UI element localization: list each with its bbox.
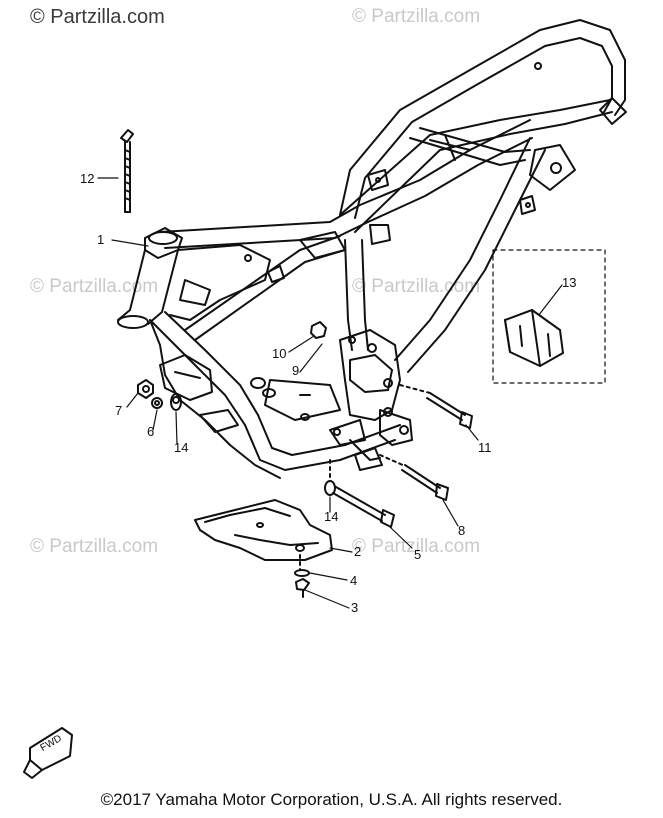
callout-3: 3 [351, 600, 359, 615]
part-6-washer [151, 397, 163, 409]
callout-7: 7 [115, 403, 123, 418]
frame-seat-rails [339, 19, 626, 233]
leader-lines [97, 177, 563, 609]
part-8-bolt [379, 454, 449, 501]
frame-gusset [169, 244, 271, 321]
frame-engine-mount [339, 329, 401, 421]
fwd-arrow-icon [23, 727, 73, 779]
callout-8: 8 [458, 523, 466, 538]
part-13-box [492, 249, 606, 384]
part-5-bolt [332, 486, 395, 528]
frame-cross-member [409, 127, 531, 166]
callout-11: 11 [478, 440, 492, 455]
part-12-bolt [120, 129, 134, 213]
callout-12: 12 [80, 171, 95, 186]
part-14-collar-upper [170, 393, 182, 411]
callout-4: 4 [350, 573, 358, 588]
callout-9: 9 [292, 363, 300, 378]
callout-14-upper: 14 [174, 440, 189, 455]
frame-tabs [267, 169, 536, 283]
callout-14-lower: 14 [324, 509, 339, 524]
frame-lower-bracket [329, 409, 413, 446]
frame-seat-post [344, 224, 391, 351]
part-13-label [504, 309, 564, 367]
frame-lower-cradle [204, 414, 401, 479]
part-2-skid-plate [194, 499, 333, 571]
frame-engine-hanger [264, 379, 341, 421]
part-3-bolt [295, 578, 310, 598]
watermark-top-right: © Partzilla.com [352, 6, 481, 27]
callout-5: 5 [414, 547, 422, 562]
part-9-washer [250, 377, 276, 398]
frame-front-down-tube [149, 311, 259, 426]
callout-13: 13 [562, 275, 577, 290]
part-11-bolt [399, 384, 473, 429]
copyright-notice: ©2017 Yamaha Motor Corporation, U.S.A. A… [100, 790, 563, 809]
watermark-low-left: © Partzilla.com [30, 536, 159, 557]
watermark-mid-left: © Partzilla.com [30, 276, 159, 297]
callout-10: 10 [272, 346, 287, 361]
frame-side-bracket [159, 354, 239, 433]
callout-6: 6 [147, 424, 155, 439]
part-14-collar-lower [324, 459, 336, 496]
frame-rear-down-tube [394, 137, 546, 373]
part-10-nut [310, 321, 327, 339]
watermark-low-right: © Partzilla.com [352, 536, 481, 557]
watermark-primary: © Partzilla.com [30, 6, 165, 28]
part-7-nut [137, 379, 154, 399]
part-4-washer [294, 569, 310, 577]
callout-2: 2 [354, 544, 362, 559]
frame-shock-mount [529, 62, 627, 191]
callout-1: 1 [97, 232, 105, 247]
